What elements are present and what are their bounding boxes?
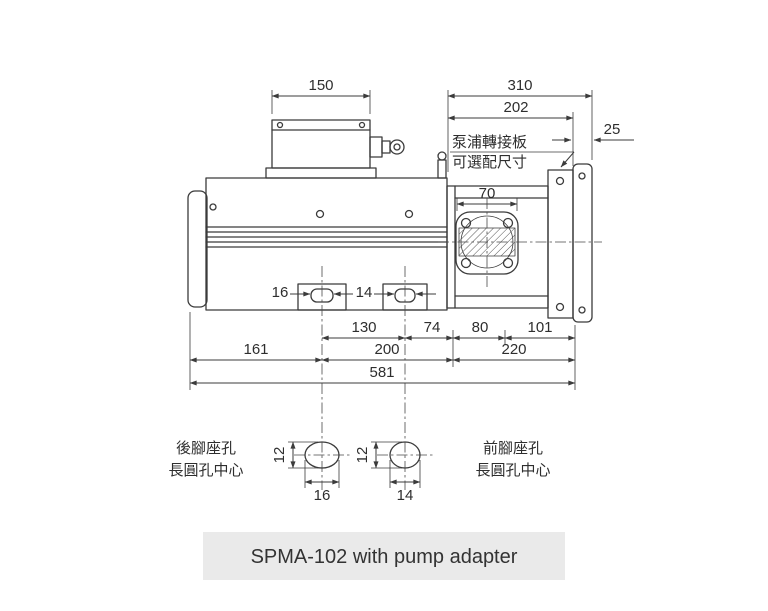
- dim-12-rear-text: 12: [271, 447, 288, 464]
- front-foot-label: 前腳座孔 長圓孔中心: [475, 440, 550, 479]
- dim-80-text: 80: [472, 319, 489, 336]
- dim-25-text: 25: [604, 121, 621, 138]
- dim-front-hole-height: 12: [354, 441, 402, 469]
- dim-101: 101: [504, 319, 576, 341]
- dim-16-main-text: 16: [272, 284, 289, 301]
- lifting-eye: [437, 151, 447, 179]
- dim-14-detail-text: 14: [397, 487, 414, 504]
- dim-581-text: 581: [369, 364, 394, 381]
- dim-161: 161: [189, 341, 323, 363]
- foot-hole-details: [304, 441, 421, 469]
- dim-terminal-box-width: 150: [271, 77, 371, 114]
- dim-rear-section: 310: [447, 77, 593, 172]
- dim-74-text: 74: [424, 319, 441, 336]
- dim-101-text: 101: [527, 319, 552, 336]
- dim-220-text: 220: [501, 341, 526, 358]
- dim-70-text: 70: [479, 185, 496, 202]
- dim-150-text: 150: [308, 77, 333, 94]
- adapter-plate: [547, 169, 574, 319]
- dim-rear-slot-main: 16: [272, 284, 353, 301]
- rear-foot-label-line1: 後腳座孔: [176, 440, 236, 457]
- pump-mount-plate: [572, 163, 593, 323]
- caption-text: SPMA-102 with pump adapter: [251, 546, 518, 568]
- dim-130-text: 130: [351, 319, 376, 336]
- dim-200: 200: [321, 341, 454, 363]
- dim-rear-hole-width: 16: [304, 460, 340, 504]
- dim-12-front-text: 12: [354, 447, 371, 464]
- dim-plate-thickness: 25: [552, 121, 634, 143]
- dim-16-detail-text: 16: [314, 487, 331, 504]
- center-lines: [294, 198, 602, 490]
- dim-310-text: 310: [507, 77, 532, 94]
- pump-adapter-note: 泵浦轉接板 可選配尺寸: [450, 133, 575, 171]
- rear-foot-label: 後腳座孔 長圓孔中心: [168, 440, 243, 479]
- front-foot-label-line1: 前腳座孔: [483, 440, 543, 457]
- dim-front-hole-width: 14: [389, 460, 421, 504]
- caption-background: [203, 532, 565, 580]
- motor-body: [187, 177, 448, 311]
- terminal-box: [265, 119, 405, 179]
- front-foot-label-line2: 長圓孔中心: [475, 462, 550, 479]
- dim-front-slot-main: 14: [356, 284, 436, 301]
- dim-74: 74: [404, 319, 454, 341]
- dim-161-text: 161: [243, 341, 268, 358]
- rear-foot-label-line2: 長圓孔中心: [168, 462, 243, 479]
- caption-box: SPMA-102 with pump adapter: [203, 532, 565, 580]
- pump-adapter-note-line1: 泵浦轉接板: [452, 133, 527, 151]
- dim-14-main-text: 14: [356, 284, 373, 301]
- pump-adapter-note-line2: 可選配尺寸: [452, 154, 527, 171]
- dim-overall-length: 581: [189, 364, 576, 386]
- dim-rear-hole-height: 12: [271, 441, 318, 469]
- dim-220: 220: [452, 341, 576, 363]
- dim-foot-center-distance: 130: [321, 319, 406, 341]
- dim-200-text: 200: [374, 341, 399, 358]
- dim-flange-width: 70: [456, 185, 518, 211]
- dim-80: 80: [452, 319, 506, 341]
- dim-202-text: 202: [503, 99, 528, 116]
- dim-adapter-section: 202: [447, 99, 574, 166]
